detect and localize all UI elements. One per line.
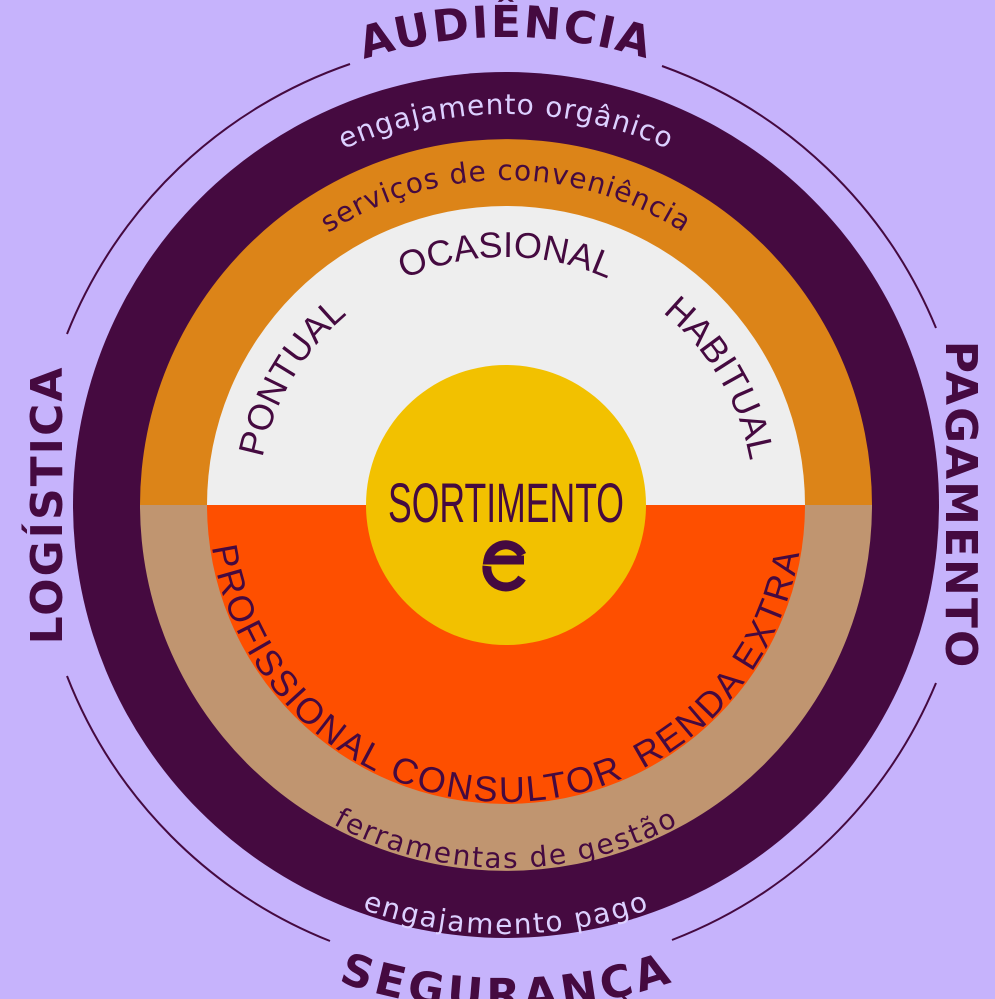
- e-logo-icon: [482, 540, 527, 592]
- outer-thin-ring: [66, 63, 937, 942]
- center-circle: [366, 365, 646, 645]
- label-logistica: LOGÍSTICA: [20, 366, 73, 645]
- label-pagamento: PAGAMENTO: [935, 341, 986, 670]
- center-title: SORTIMENTO: [388, 471, 624, 534]
- upper-light-half: [207, 206, 805, 505]
- lower-red-orange-half: [207, 505, 805, 804]
